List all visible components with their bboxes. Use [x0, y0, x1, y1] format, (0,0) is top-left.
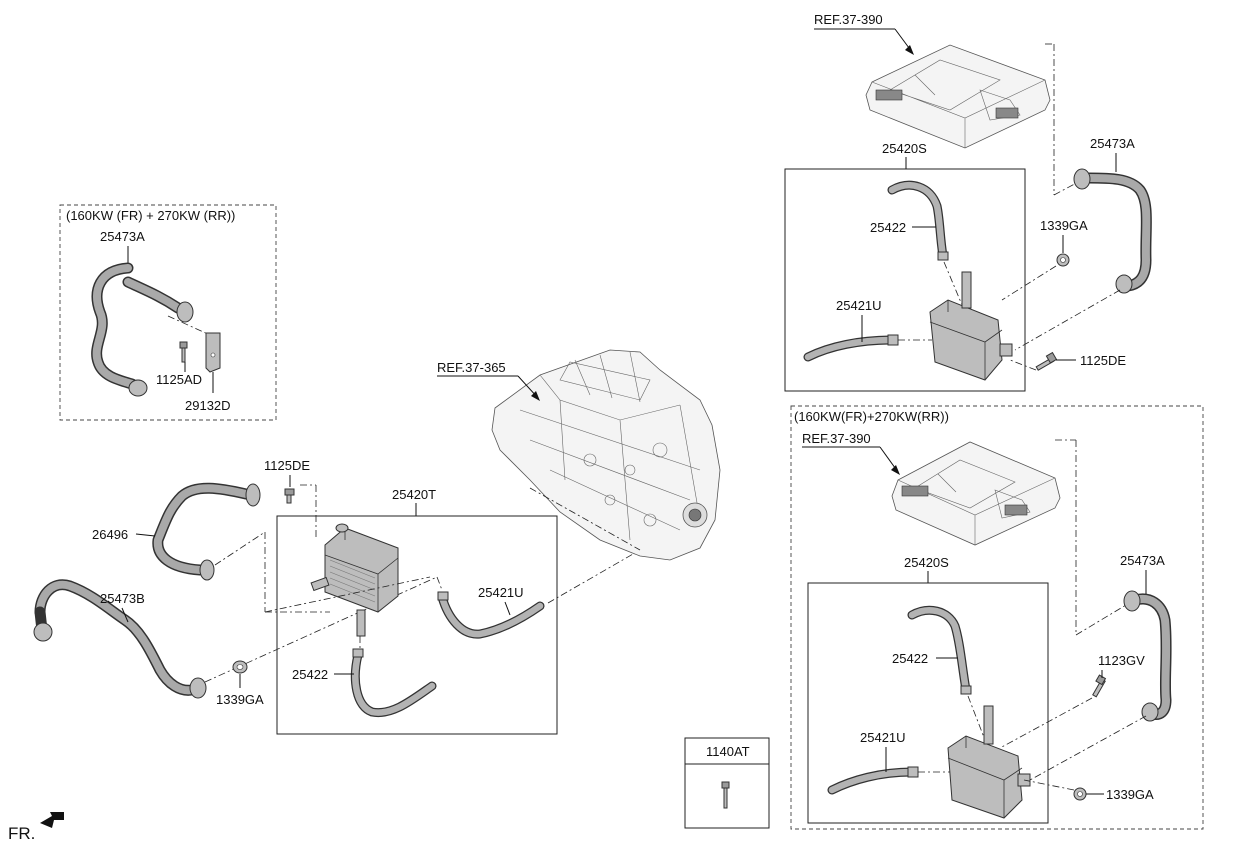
label-25473A-left: 25473A — [100, 229, 145, 244]
label-25473A-top: 25473A — [1090, 136, 1135, 151]
label-25422-center: 25422 — [292, 667, 328, 682]
label-26496: 26496 — [92, 527, 128, 542]
box-25420S-top — [784, 168, 1026, 392]
hose-25422-top — [887, 180, 949, 261]
variant-label-left: (160KW (FR) + 270KW (RR)) — [66, 208, 235, 223]
nut-1339GA-lower — [1073, 787, 1087, 801]
oil-cooler-center — [310, 523, 399, 637]
variant-box-right — [790, 405, 1204, 830]
label-1339GA-lower: 1339GA — [1106, 787, 1154, 802]
hose-25421U-top — [803, 334, 899, 362]
bolt-1125DE-left — [284, 488, 295, 504]
label-1339GA-left: 1339GA — [216, 692, 264, 707]
label-29132D: 29132D — [185, 398, 231, 413]
label-1125AD: 1125AD — [156, 372, 202, 387]
motor-assembly — [491, 349, 721, 561]
hose-25473A-lower — [1123, 590, 1172, 722]
hose-25421U-center — [437, 591, 545, 639]
front-direction-arrow-icon — [40, 812, 64, 828]
bolt-1140AT — [721, 781, 730, 809]
box-25420T — [276, 515, 558, 735]
label-1125DE-right: 1125DE — [1080, 353, 1126, 368]
label-25421U-center: 25421U — [478, 585, 524, 600]
table-1140AT — [684, 737, 770, 829]
hose-25473A-left — [91, 262, 194, 397]
label-1140AT: 1140AT — [706, 744, 750, 759]
box-25420S-lower — [807, 582, 1049, 824]
label-25473B: 25473B — [100, 591, 145, 606]
label-25420T: 25420T — [392, 487, 436, 502]
label-ref-37-365: REF.37-365 — [437, 360, 506, 375]
bolt-1123GV — [1092, 674, 1107, 698]
inverter-top — [865, 44, 1051, 149]
front-label: FR. — [8, 824, 35, 843]
label-1339GA-top: 1339GA — [1040, 218, 1088, 233]
oil-cooler-top — [929, 271, 1013, 381]
hose-25422-lower — [907, 605, 972, 695]
label-25421U-top: 25421U — [836, 298, 882, 313]
oil-cooler-lower — [947, 705, 1031, 819]
bolt-1125AD — [179, 341, 188, 363]
hose-25421U-lower — [827, 766, 919, 795]
variant-label-right: (160KW(FR)+270KW(RR)) — [794, 409, 949, 424]
label-ref-37-390-lower: REF.37-390 — [802, 431, 871, 446]
label-25422-lower: 25422 — [892, 651, 928, 666]
nut-1339GA-left — [232, 660, 248, 674]
hose-26496 — [152, 482, 261, 581]
hose-25473B — [33, 579, 207, 699]
label-25420S-lower: 25420S — [904, 555, 949, 570]
hose-25422-center — [350, 648, 437, 718]
label-1123GV: 1123GV — [1098, 653, 1145, 668]
label-25420S-top: 25420S — [882, 141, 927, 156]
label-25473A-lower: 25473A — [1120, 553, 1165, 568]
label-1125DE-left: 1125DE — [264, 458, 310, 473]
label-ref-37-390-top: REF.37-390 — [814, 12, 883, 27]
nut-1339GA-top — [1056, 253, 1070, 267]
inverter-lower — [891, 441, 1061, 546]
variant-box-left — [59, 204, 277, 421]
hose-25473A-top — [1073, 168, 1152, 294]
label-25422-top: 25422 — [870, 220, 906, 235]
bolt-1125DE-right — [1035, 351, 1058, 371]
label-25421U-lower: 25421U — [860, 730, 906, 745]
bracket-29132D — [205, 332, 221, 373]
